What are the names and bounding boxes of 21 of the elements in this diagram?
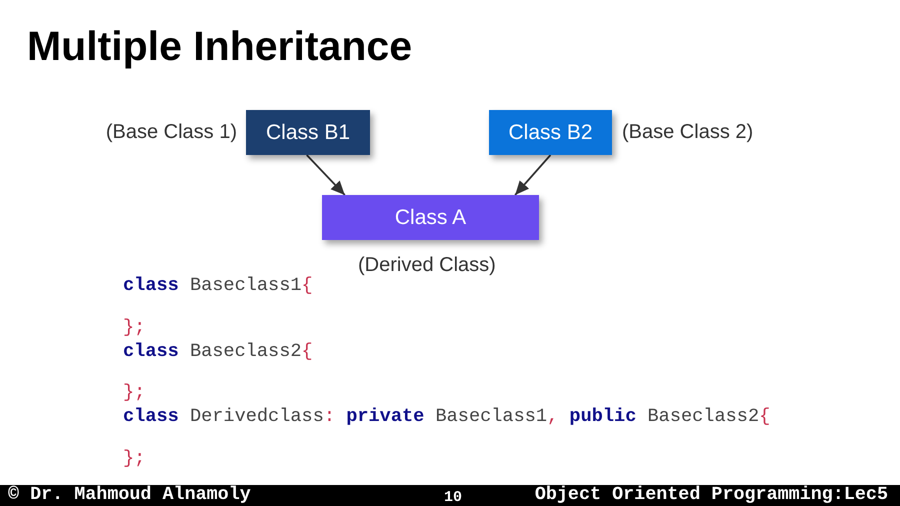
code-line: }; <box>123 382 146 404</box>
class-name: Class A <box>394 204 466 230</box>
class-name: Class B1 <box>266 120 350 146</box>
class-box <box>322 195 539 240</box>
code-line: class Baseclass2{ <box>123 341 313 363</box>
footer-text: © Dr. Mahmoud Alnamoly <box>8 485 251 505</box>
footer-text: Object Oriented Programming:Lec5 <box>534 485 888 505</box>
annotation-text: (Base Class 1) <box>106 120 237 144</box>
slide-title: Multiple Inheritance <box>27 23 412 70</box>
class-box <box>246 110 370 155</box>
annotation-text: (Base Class 2) <box>622 120 754 144</box>
annotation-text: (Derived Class) <box>358 253 496 277</box>
arrow <box>514 154 552 196</box>
class-box <box>489 110 612 155</box>
code-line: class Derivedclass: private Baseclass1, public Baseclass2{ <box>123 406 770 428</box>
page-number: 10 <box>444 488 462 506</box>
code-line: class Baseclass1{ <box>123 275 313 297</box>
code-line: }; <box>123 448 146 470</box>
code-line: }; <box>123 317 146 339</box>
class-name: Class B2 <box>508 120 593 146</box>
arrow <box>306 154 346 196</box>
